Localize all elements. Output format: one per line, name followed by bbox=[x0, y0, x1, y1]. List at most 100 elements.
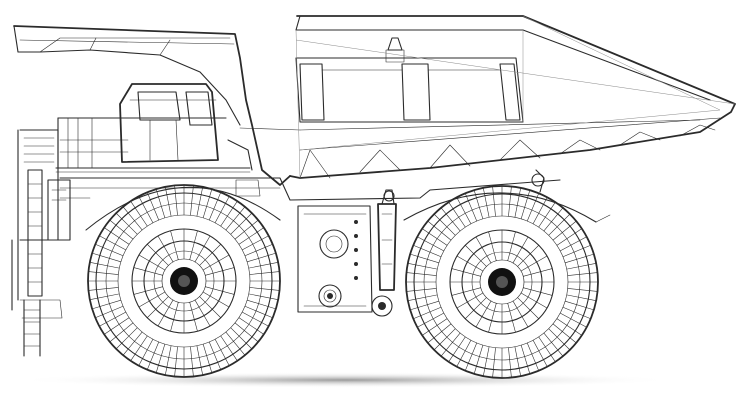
rim-spoke bbox=[517, 297, 540, 320]
rear-wheel bbox=[405, 185, 599, 379]
tread-line bbox=[520, 189, 531, 220]
tread-line bbox=[520, 344, 531, 375]
tread-line bbox=[241, 235, 269, 251]
tread-line bbox=[122, 206, 143, 231]
tread-line bbox=[413, 244, 442, 258]
tread-line bbox=[138, 196, 154, 224]
tread-line bbox=[244, 305, 273, 319]
tread-line bbox=[89, 293, 120, 301]
tread-line bbox=[174, 346, 178, 377]
tread-line bbox=[155, 343, 166, 374]
rim-spoke bbox=[157, 299, 174, 327]
tread-line bbox=[95, 243, 124, 257]
tread-line bbox=[246, 299, 277, 310]
tread-line bbox=[88, 271, 119, 275]
tread-line bbox=[562, 244, 591, 258]
tread-line bbox=[482, 346, 490, 377]
rim-spoke bbox=[464, 297, 487, 320]
tread-line bbox=[566, 294, 597, 302]
rim-spoke bbox=[133, 267, 164, 276]
tread-line bbox=[208, 341, 222, 370]
rim-spoke bbox=[522, 287, 553, 296]
tread-line bbox=[234, 219, 259, 240]
tread-line bbox=[564, 253, 595, 264]
tread-line bbox=[567, 272, 598, 276]
tread-line bbox=[406, 288, 437, 292]
tread-line bbox=[548, 328, 571, 351]
tread-line bbox=[146, 192, 160, 221]
rim-spoke bbox=[199, 243, 222, 266]
tread-line bbox=[220, 335, 238, 362]
tread-line bbox=[433, 328, 456, 351]
tread-line bbox=[190, 185, 194, 216]
tread-line bbox=[103, 227, 130, 245]
tread-line bbox=[440, 332, 461, 357]
tread-line bbox=[456, 197, 472, 225]
tread-line bbox=[427, 220, 452, 241]
rim-spoke bbox=[520, 292, 548, 309]
rim-spoke bbox=[138, 254, 166, 271]
rim-spoke bbox=[475, 236, 492, 264]
rim-spoke bbox=[456, 292, 484, 309]
rim-spoke bbox=[133, 286, 164, 295]
tread-line bbox=[115, 327, 138, 350]
tread-line bbox=[514, 346, 522, 377]
tread-line bbox=[241, 311, 269, 327]
tread-line bbox=[95, 305, 124, 319]
tread-line bbox=[526, 342, 540, 371]
tread-line bbox=[196, 345, 204, 376]
tread-line bbox=[103, 317, 130, 335]
tread-line bbox=[566, 262, 597, 270]
tread-line bbox=[99, 311, 127, 327]
tread-line bbox=[99, 235, 127, 251]
tread-line bbox=[248, 293, 279, 301]
tread-line bbox=[122, 331, 143, 356]
dump-body bbox=[13, 15, 736, 186]
rim-spoke bbox=[199, 296, 222, 319]
tread-line bbox=[514, 187, 522, 218]
tread-line bbox=[552, 323, 577, 344]
tread-line bbox=[238, 227, 265, 245]
tread-line bbox=[538, 336, 556, 363]
tread-line bbox=[552, 220, 577, 241]
tread-line bbox=[230, 212, 253, 235]
tread-line bbox=[234, 322, 259, 343]
tread-line bbox=[246, 252, 277, 263]
front-ladder bbox=[11, 129, 71, 357]
rim-spoke bbox=[157, 235, 174, 263]
rim-spoke bbox=[194, 299, 211, 327]
rim-spoke bbox=[170, 301, 179, 332]
rim-spoke bbox=[146, 296, 169, 319]
tread-line bbox=[417, 312, 445, 328]
tread-line bbox=[409, 253, 440, 264]
tread-line bbox=[130, 200, 148, 227]
tread-line bbox=[492, 347, 496, 378]
tread-line bbox=[448, 201, 466, 228]
tread-line bbox=[225, 331, 246, 356]
rim-spoke bbox=[138, 291, 166, 308]
tread-line bbox=[526, 193, 540, 222]
tread-line bbox=[88, 287, 119, 291]
tread-line bbox=[567, 288, 598, 292]
tread-line bbox=[249, 287, 280, 291]
tread-line bbox=[421, 318, 448, 336]
tread-line bbox=[214, 196, 230, 224]
tread-line bbox=[562, 306, 591, 320]
rim-spoke bbox=[488, 302, 497, 333]
tread-line bbox=[174, 185, 178, 216]
tread-line bbox=[109, 322, 134, 343]
tread-line bbox=[556, 228, 583, 246]
chassis-frame bbox=[59, 169, 561, 317]
tread-line bbox=[164, 345, 172, 376]
tread-line bbox=[407, 294, 438, 302]
tread-line bbox=[543, 207, 564, 232]
rim-spoke bbox=[512, 300, 529, 328]
tread-line bbox=[559, 236, 587, 252]
rim-spoke bbox=[202, 291, 230, 308]
rim-spoke bbox=[194, 235, 211, 263]
tread-line bbox=[220, 200, 238, 227]
rim-spoke bbox=[456, 255, 484, 272]
tread-line bbox=[448, 336, 466, 363]
rim-spoke bbox=[520, 255, 548, 272]
tread-line bbox=[155, 188, 166, 219]
